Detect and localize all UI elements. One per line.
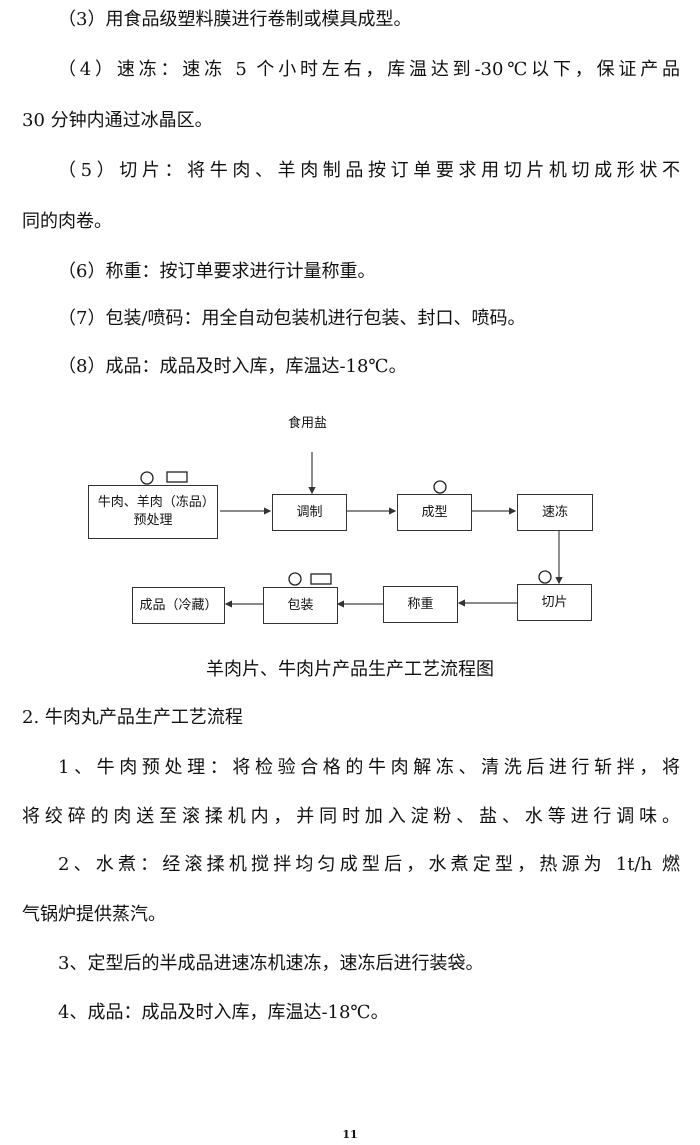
text-line: （8）成品：成品及时入库，库温达-18℃。: [58, 356, 407, 377]
page-number: 11: [342, 1128, 358, 1141]
step-seasoning: 调制: [272, 494, 347, 531]
input-label-salt: 食用盐: [288, 416, 328, 431]
diagram-caption: 羊肉片、牛肉片产品生产工艺流程图: [206, 659, 494, 680]
step-finished-product: 成品（冷藏）: [132, 587, 225, 624]
ccp-icon: [433, 480, 447, 494]
step-pretreatment: 牛肉、羊肉（冻品）预处理: [88, 485, 218, 539]
text-line: 30 分钟内通过冰晶区。: [22, 110, 213, 131]
flow-arrows: [140, 452, 563, 608]
step-packaging: 包装: [263, 587, 338, 624]
ccp-icon: [538, 570, 552, 584]
text-line: 将绞碎的肉送至滚揉机内，并同时加入淀粉、盐、水等进行调味。: [22, 806, 680, 827]
text-line: 4、成品：成品及时入库，库温达-18℃。: [58, 1002, 389, 1023]
record-icon: [310, 573, 332, 585]
text-line: （3）用食品级塑料膜进行卷制或模具成型。: [58, 9, 412, 30]
text-line: 1、牛肉预处理：将检验合格的牛肉解冻、清洗后进行斩拌，将: [58, 757, 680, 778]
text-line: 2、水煮：经滚揉机搅拌均匀成型后，水煮定型，热源为 1t/h 燃: [58, 854, 680, 875]
step-quick-freeze: 速冻: [517, 494, 593, 531]
text-line: 3、定型后的半成品进速冻机速冻，速冻后进行装袋。: [58, 953, 484, 974]
text-line: （6）称重：按订单要求进行计量称重。: [58, 261, 376, 282]
step-slicing: 切片: [517, 584, 592, 621]
step-forming: 成型: [397, 494, 472, 531]
record-icon: [166, 471, 188, 483]
text-line: （4）速冻：速冻 5 个小时左右，库温达到-30℃以下，保证产品: [58, 59, 680, 80]
ccp-icon: [288, 572, 302, 586]
ccp-icon: [140, 471, 154, 485]
text-line: 同的肉卷。: [22, 211, 112, 232]
text-line: （7）包装/喷码：用全自动包装机进行包装、封口、喷码。: [58, 308, 526, 329]
text-line: 气锅炉提供蒸汽。: [22, 904, 166, 925]
text-line: （5）切片：将牛肉、羊肉制品按订单要求用切片机切成形状不: [58, 160, 680, 181]
section-heading: 2. 牛肉丸产品生产工艺流程: [22, 707, 243, 728]
step-weighing: 称重: [383, 586, 458, 623]
